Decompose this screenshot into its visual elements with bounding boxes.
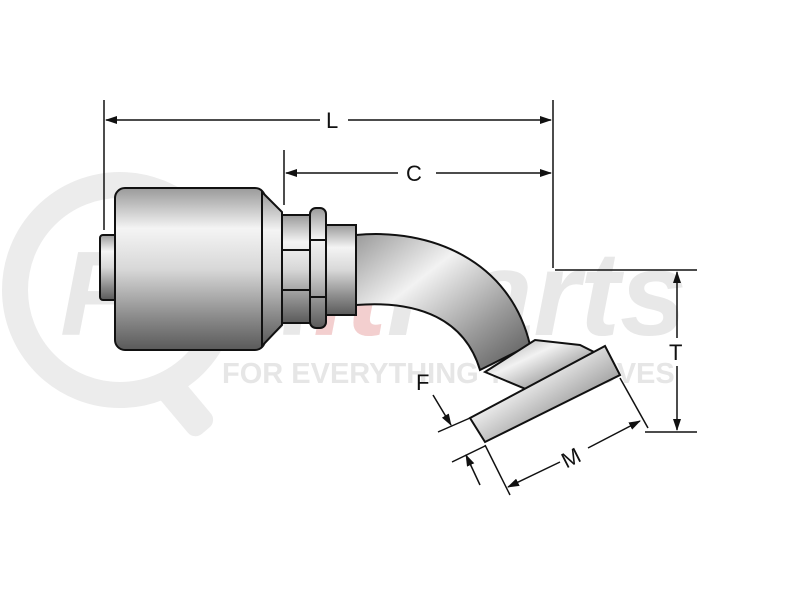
ferrule	[114, 187, 266, 351]
dim-label-m: M	[557, 443, 585, 474]
dim-label-l: L	[326, 108, 338, 133]
dimension-lines	[103, 100, 697, 496]
hose-fitting	[99, 187, 622, 444]
ferrule-taper	[261, 189, 283, 349]
dimension-labels: L C T F M	[326, 108, 682, 473]
nut	[309, 207, 327, 329]
flange	[468, 344, 622, 444]
dim-label-t: T	[669, 340, 682, 365]
hex-body	[281, 214, 311, 324]
dim-label-f: F	[416, 370, 429, 395]
dim-label-c: C	[406, 161, 422, 186]
collar	[325, 224, 357, 316]
